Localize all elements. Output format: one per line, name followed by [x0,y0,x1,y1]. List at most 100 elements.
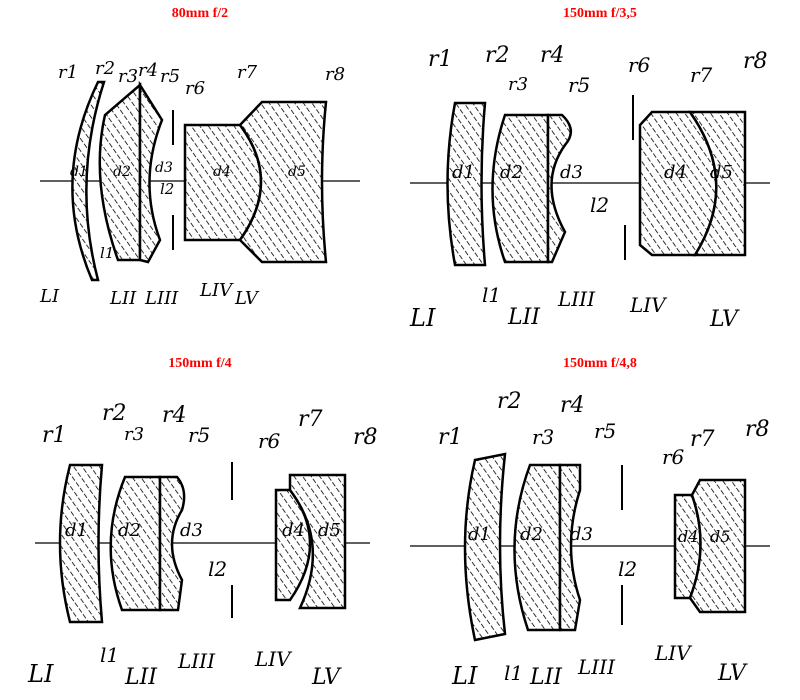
label-r7: r7 [690,427,715,452]
lens-element-5 [288,473,347,610]
label-r7: r7 [298,407,323,432]
label-LIV: LIV [629,293,668,317]
lens-element-1 [58,463,104,624]
label-d4: d4 [664,162,687,183]
label-r2: r2 [102,401,127,426]
label-d1: d1 [70,164,88,180]
label-d3: d3 [155,160,173,176]
label-l1: l1 [504,661,523,685]
label-d4: d4 [213,164,231,180]
lens-element-3 [138,80,164,264]
label-d4: d4 [282,520,305,541]
label-r8: r8 [325,64,345,85]
label-r5: r5 [188,423,210,447]
label-LI: LI [39,286,60,307]
panel-title: 80mm f/2 [171,6,229,21]
lens-element-1 [71,80,106,282]
label-r1: r1 [428,47,453,72]
label-d1: d1 [65,520,88,541]
label-r2: r2 [485,43,510,68]
panel-title: 150mm f/4,8 [563,356,637,371]
lens-element-1 [463,452,507,642]
label-LV: LV [234,288,260,309]
label-LIV: LIV [254,647,293,671]
lens-diagram-svg: r1 r2 r3 r4 r5 r6 r7 r8 d1 d2 d3 d4 d5 l… [409,43,770,332]
label-l1: l1 [100,244,114,262]
label-r2: r2 [95,58,115,79]
label-d3: d3 [560,162,583,183]
label-d5: d5 [710,527,730,546]
label-r6: r6 [662,445,685,469]
label-d3: d3 [180,520,203,541]
label-LV: LV [311,665,342,690]
label-LV: LV [709,307,740,332]
label-d2: d2 [520,524,543,545]
label-r4: r4 [138,60,158,81]
label-l1: l1 [482,283,501,307]
panel-title: 150mm f/3,5 [563,6,637,21]
label-d1: d1 [452,162,475,183]
label-LI: LI [409,304,436,332]
label-r8: r8 [353,425,378,450]
label-l1: l1 [100,643,119,667]
label-d5: d5 [288,164,306,180]
label-d2: d2 [113,164,131,180]
lens-diagram-svg: r1 r2 r3 r4 r5 r6 r7 r8 d1 d2 d3 d4 d5 l… [39,58,360,309]
label-LIII: LIII [177,649,216,673]
label-LV: LV [717,661,748,686]
label-l2: l2 [590,193,609,217]
label-r4: r4 [162,403,187,428]
label-r6: r6 [185,78,205,99]
label-r5: r5 [594,419,616,443]
label-r3: r3 [532,425,554,449]
label-LII: LII [124,665,158,690]
lens-element-1 [446,101,487,267]
label-d2: d2 [500,162,523,183]
label-r4: r4 [560,393,585,418]
label-d2: d2 [118,520,141,541]
lens-element-5 [687,110,747,257]
label-r8: r8 [743,49,768,74]
label-r6: r6 [258,429,281,453]
label-LIII: LIII [557,287,596,311]
lens-element-2 [109,475,162,612]
label-r3: r3 [118,66,138,87]
label-l2: l2 [208,557,227,581]
label-l2: l2 [160,180,174,198]
label-LII: LII [529,665,563,690]
label-LII: LII [507,305,541,330]
panel-title: 150mm f/4 [168,356,232,371]
label-r3: r3 [124,424,144,445]
label-r2: r2 [497,389,522,414]
lens-element-5 [238,100,328,264]
lens-element-2 [491,113,550,264]
label-d1: d1 [468,524,491,545]
label-LIII: LIII [144,288,179,309]
lens-element-2 [513,463,562,632]
lens-diagram-150mm-f48: 150mm f/4,8 r1 r2 r3 r4 r5 r6 r7 r8 d1 d… [400,350,800,700]
label-LI: LI [27,660,54,688]
label-d5: d5 [710,162,733,183]
lens-diagram-150mm-f4: 150mm f/4 r1 r2 r3 r4 r5 r6 r7 r8 d1 d2 … [0,350,400,700]
lens-diagram-svg: r1 r2 r3 r4 r5 r6 r7 r8 d1 d2 d3 d4 d5 l… [410,389,770,690]
lens-element-3 [558,463,582,632]
label-d3: d3 [570,524,593,545]
label-r6: r6 [628,53,651,77]
label-LII: LII [109,288,137,309]
label-r8: r8 [745,417,770,442]
lens-element-5 [688,478,747,614]
label-r7: r7 [237,62,258,83]
label-r3: r3 [508,74,528,95]
label-l2: l2 [618,557,637,581]
lens-diagram-80mm: 80mm f/2 r1 r2 r3 r4 r5 r6 r7 r8 d1 d2 d… [0,0,400,350]
label-r1: r1 [42,423,67,448]
label-d4: d4 [678,527,698,546]
label-LIII: LIII [577,655,616,679]
label-r5: r5 [568,73,590,97]
label-d5: d5 [318,520,341,541]
label-LIV: LIV [199,280,234,301]
lens-element-3 [158,475,186,612]
label-r7: r7 [690,63,713,87]
label-r1: r1 [438,425,463,450]
label-LI: LI [451,662,478,690]
